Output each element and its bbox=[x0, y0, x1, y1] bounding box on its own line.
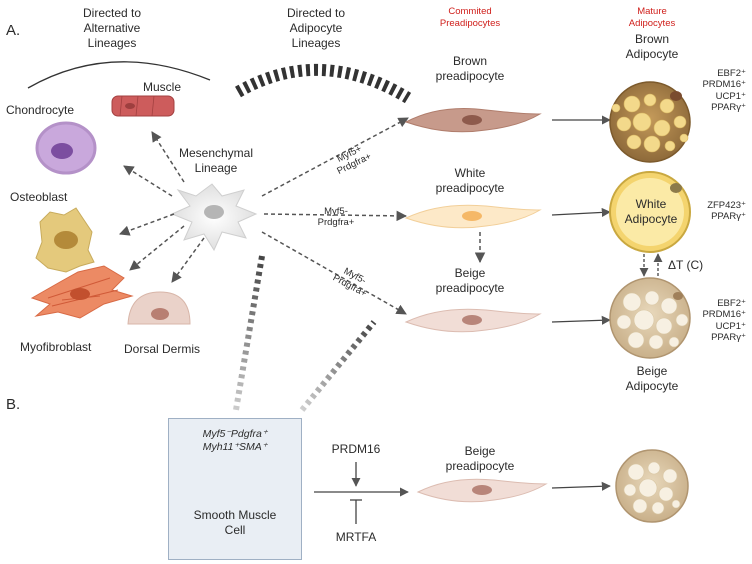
label-prdm16: PRDM16 bbox=[331, 442, 381, 456]
arrow-to-beige-adipocyte bbox=[551, 315, 611, 325]
adipocyte-lineage-arc bbox=[235, 64, 412, 104]
markers-brown: EBF2⁺PRDM16⁺UCP1⁺PPARγ⁺ bbox=[702, 68, 746, 114]
label-delta-t: ΔT (C) bbox=[668, 258, 704, 272]
arrow-to-beige-adipocyte-b bbox=[551, 481, 611, 491]
beige-adipocyte-b-shape bbox=[615, 449, 689, 523]
chondrocyte-cell-shape bbox=[35, 121, 97, 175]
fade-dash-to-smc-right bbox=[299, 320, 377, 412]
label-chondrocyte: Chondrocyte bbox=[6, 103, 75, 117]
arrow-to-myofibroblast bbox=[129, 225, 185, 271]
markers-beige: EBF2⁺PRDM16⁺UCP1⁺PPARγ⁺ bbox=[702, 298, 746, 344]
label-muscle: Muscle bbox=[142, 80, 182, 94]
muscle-cell-shape bbox=[111, 95, 175, 117]
beige-preadipocyte-b-shape bbox=[416, 478, 548, 503]
alternative-lineage-arc bbox=[27, 61, 211, 89]
mesenchymal-cell-shape bbox=[170, 183, 258, 252]
label-myofibroblast: Myofibroblast bbox=[20, 340, 92, 354]
arrow-to-white-preadipocyte bbox=[263, 210, 408, 222]
arrow-to-muscle bbox=[151, 131, 185, 183]
arrow-to-beige-preadipocyte bbox=[261, 231, 407, 315]
osteoblast-cell-shape bbox=[35, 207, 95, 273]
fade-dash-to-smc-left bbox=[233, 255, 265, 411]
beige-adipocyte-shape bbox=[609, 277, 691, 359]
markers-white: ZFP423⁺PPARγ⁺ bbox=[707, 200, 746, 223]
arrow-to-dermis bbox=[171, 237, 205, 283]
smc-markers: Myf5⁻Pdgfra⁺Myh11⁺SMA⁺ bbox=[202, 428, 268, 453]
brown-adipocyte-shape bbox=[609, 81, 691, 163]
arrow-to-chondrocyte bbox=[123, 165, 173, 197]
label-arrow-white: Myf5-Prdgfra+ bbox=[317, 206, 355, 229]
arrow-to-osteoblast bbox=[119, 213, 175, 236]
smooth-muscle-box bbox=[168, 418, 302, 560]
beige-preadipocyte-shape bbox=[404, 308, 542, 333]
panel-a-label: A. bbox=[6, 22, 21, 39]
panel-b-label: B. bbox=[6, 396, 21, 413]
label-mrtfa: MRTFA bbox=[335, 530, 377, 544]
white-preadipocyte-shape bbox=[404, 204, 542, 229]
dorsal-dermis-cell-shape bbox=[127, 291, 191, 325]
myofibroblast-cell-shape bbox=[30, 265, 134, 319]
brown-preadipocyte-shape bbox=[404, 108, 542, 133]
label-osteoblast: Osteoblast bbox=[10, 190, 68, 204]
white-adipocyte-shape bbox=[609, 171, 691, 253]
label-dorsal-dermis: Dorsal Dermis bbox=[124, 342, 201, 356]
arrow-to-white-adipocyte bbox=[551, 207, 611, 217]
